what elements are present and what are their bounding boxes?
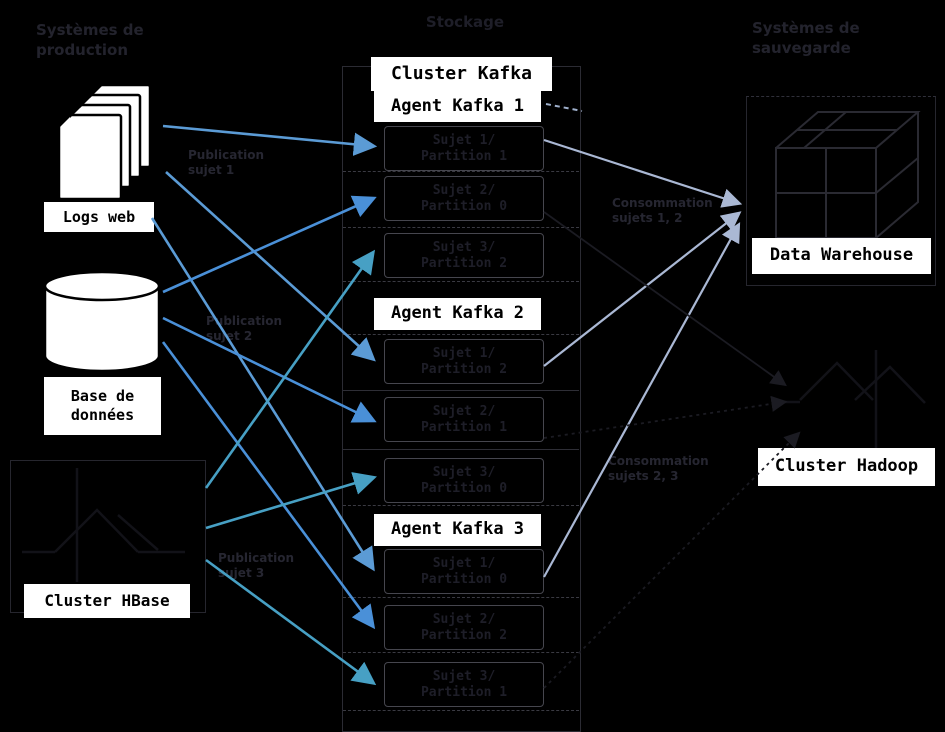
edge-label-line: sujets 2, 3	[608, 469, 679, 483]
partition-box: Sujet 1/ Partition 0	[384, 549, 544, 594]
arrow-logsweb-agent1	[162, 124, 378, 156]
divider	[343, 597, 579, 598]
topic-partition-line: Sujet 2/	[432, 403, 496, 419]
partition-box: Sujet 2/ Partition 1	[384, 397, 544, 442]
data-warehouse-container	[746, 96, 936, 286]
edge-label-consommation-1: Consommation sujets 1, 2	[612, 196, 713, 226]
edge-label-publication-sujet-3: Publication sujet 3	[218, 551, 294, 581]
topic-partition-line: Partition 0	[420, 198, 508, 214]
partition-box: Sujet 3/ Partition 2	[384, 233, 544, 278]
header-storage: Stockage	[398, 12, 532, 32]
edge-label-line: Publication	[188, 148, 265, 162]
topic-partition-line: Partition 2	[420, 627, 508, 643]
database-label-line1: Base de	[70, 387, 135, 406]
topic-partition-line: Partition 2	[420, 255, 508, 271]
hadoop-cluster-label: Cluster Hadoop	[758, 448, 935, 486]
edge-label-line: sujet 2	[206, 329, 253, 343]
topic-partition-line: Sujet 3/	[432, 464, 496, 480]
topic-partition-line: Sujet 1/	[432, 555, 496, 571]
kafka-cluster-title-text: Cluster Kafka	[391, 62, 532, 84]
divider	[343, 505, 579, 506]
topic-partition-line: Partition 1	[420, 419, 508, 435]
topic-partition-line: Sujet 2/	[432, 611, 496, 627]
header-line: Systèmes de	[752, 19, 860, 37]
database-label-line2: données	[70, 406, 135, 424]
agent-kafka-3-text: Agent Kafka 3	[390, 519, 525, 540]
agent-kafka-2-label: Agent Kafka 2	[374, 298, 541, 330]
topic-partition-line: Partition 1	[420, 684, 508, 700]
topic-partition-line: Partition 1	[420, 148, 508, 164]
header-production-systems: Systèmes de production	[36, 20, 166, 60]
partition-box: Sujet 1/ Partition 1	[384, 126, 544, 171]
hbase-label-text: Cluster HBase	[44, 591, 170, 610]
edge-label-publication-sujet-1: Publication sujet 1	[188, 148, 264, 178]
arrow-database-agent1	[162, 195, 377, 294]
header-line: Stockage	[425, 13, 505, 31]
divider	[343, 171, 579, 172]
hbase-label: Cluster HBase	[24, 584, 190, 618]
agent-kafka-1-label: Agent Kafka 1	[374, 91, 541, 122]
edge-label-publication-sujet-2: Publication sujet 2	[206, 314, 282, 344]
header-line: sauvegarde	[752, 39, 851, 57]
header-backup-systems: Systèmes de sauvegarde	[752, 18, 912, 58]
hadoop-icon	[775, 345, 940, 455]
divider	[343, 710, 579, 711]
kafka-cluster-title: Cluster Kafka	[371, 57, 552, 91]
data-warehouse-label: Data Warehouse	[752, 238, 931, 274]
agent-kafka-2-text: Agent Kafka 2	[390, 303, 525, 324]
divider	[343, 334, 579, 335]
data-warehouse-label-text: Data Warehouse	[769, 245, 914, 266]
topic-partition-line: Partition 0	[420, 480, 508, 496]
topic-partition-line: Partition 2	[420, 361, 508, 377]
edge-label-line: Consommation	[612, 196, 713, 210]
partition-box: Sujet 2/ Partition 0	[384, 176, 544, 221]
divider	[343, 449, 579, 450]
partition-box: Sujet 2/ Partition 2	[384, 605, 544, 650]
edge-label-line: Publication	[206, 314, 283, 328]
topic-partition-line: Sujet 2/	[432, 182, 496, 198]
header-line: Systèmes de	[36, 21, 144, 39]
topic-partition-line: Sujet 1/	[432, 345, 496, 361]
edge-label-line: Publication	[218, 551, 295, 565]
topic-partition-line: Sujet 1/	[432, 132, 496, 148]
agent-kafka-1-text: Agent Kafka 1	[390, 95, 525, 116]
divider	[343, 281, 579, 282]
partition-box: Sujet 1/ Partition 2	[384, 339, 544, 384]
logs-web-label-text: Logs web	[62, 207, 136, 226]
edge-label-line: Consommation	[608, 454, 709, 468]
hadoop-cluster-label-text: Cluster Hadoop	[774, 456, 919, 477]
divider	[343, 652, 579, 653]
divider	[343, 227, 579, 228]
agent-kafka-3-label: Agent Kafka 3	[374, 514, 541, 546]
divider	[343, 390, 579, 391]
warehouse-cube-icon	[756, 98, 936, 248]
logs-web-label: Logs web	[44, 202, 154, 232]
topic-partition-line: Sujet 3/	[432, 668, 496, 684]
topic-partition-line: Partition 0	[420, 571, 508, 587]
edge-label-consommation-2: Consommation sujets 2, 3	[608, 454, 709, 484]
database-label: Base de données	[44, 377, 161, 435]
document-stack-icon	[50, 84, 155, 204]
edge-label-line: sujet 3	[218, 566, 265, 580]
database-cylinder-icon	[42, 270, 162, 374]
partition-box: Sujet 3/ Partition 1	[384, 662, 544, 707]
topic-partition-line: Sujet 3/	[432, 239, 496, 255]
edge-label-line: sujets 1, 2	[612, 211, 683, 225]
edge-label-line: sujet 1	[188, 163, 235, 177]
partition-box: Sujet 3/ Partition 0	[384, 458, 544, 503]
header-line: production	[36, 41, 129, 59]
